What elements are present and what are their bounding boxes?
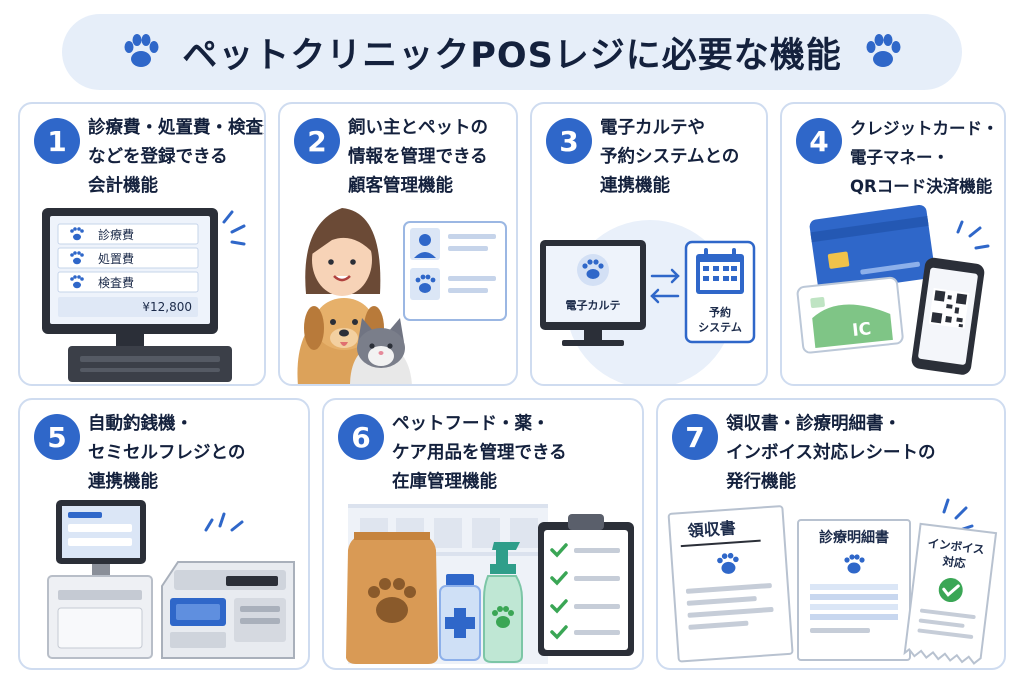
- screen-row-label: 検査費: [98, 275, 134, 290]
- pos-register-illustration: 診療費 処置費 検査費 ¥12,800: [42, 208, 246, 382]
- integration-illustration: 電子カルテ 予約 システム: [540, 220, 756, 384]
- screen-row-label: 診療費: [98, 227, 134, 242]
- screen-total: ¥12,800: [142, 300, 192, 314]
- customer-illustration: [297, 208, 507, 384]
- page-title: ペットクリニックPOSレジに必要な機能: [182, 35, 842, 76]
- step-number: 2: [294, 118, 340, 164]
- step-number: 1: [34, 118, 80, 164]
- feature-title: 診療費・処置費・検査費などを登録できる会計機能: [88, 118, 266, 196]
- feature-card-cash-changer: 5 自動釣銭機・セミセルフレジとの連携機能: [18, 398, 310, 670]
- qr-code-icon: [931, 290, 968, 328]
- step-number: 7: [672, 414, 718, 460]
- feature-card-inventory: 6 ペットフード・薬・ケア用品を管理できる在庫管理機能: [322, 398, 644, 670]
- karte-label: 電子カルテ: [566, 299, 621, 312]
- reserve-label: 予約: [709, 305, 731, 319]
- feature-title: 飼い主とペットの情報を管理できる顧客管理機能: [348, 118, 488, 196]
- title-banner: ペットクリニックPOSレジに必要な機能: [62, 14, 962, 90]
- ic-label: IC: [851, 319, 872, 341]
- cash-changer-illustration: [47, 500, 295, 659]
- paw-icon: [124, 34, 159, 67]
- step-number: 5: [34, 414, 80, 460]
- paw-icon: [368, 578, 416, 623]
- invoice-label: インボイス: [927, 536, 985, 557]
- payment-illustration: IC: [796, 204, 990, 375]
- receipt-illustration: 領収書 診療明細書 インボイス 対応: [667, 498, 998, 665]
- receipt-title: 領収書: [687, 518, 736, 540]
- statement-title: 診療明細書: [819, 529, 889, 546]
- feature-card-integration: 3 電子カルテや予約システムとの連携機能 電子カルテ 予約 システム: [530, 102, 768, 386]
- paw-icon: [866, 34, 901, 67]
- feature-title: ペットフード・薬・ケア用品を管理できる在庫管理機能: [392, 414, 567, 492]
- feature-card-customer: 2 飼い主とペットの情報を管理できる顧客管理機能: [278, 102, 518, 386]
- feature-card-receipt: 7 領収書・診療明細書・インボイス対応レシートの発行機能 領収書 診療明細書: [656, 398, 1006, 670]
- feature-card-accounting: 1 診療費・処置費・検査費などを登録できる会計機能 診療費 処置費 検査費 ¥1…: [18, 102, 266, 386]
- feature-title: クレジットカード・電子マネー・QRコード決済機能: [850, 119, 999, 196]
- check-icon: [938, 578, 963, 603]
- feature-title: 領収書・診療明細書・インボイス対応レシートの発行機能: [726, 414, 936, 492]
- reserve-label: システム: [698, 321, 742, 334]
- step-number: 4: [796, 118, 842, 164]
- feature-title: 電子カルテや予約システムとの連携機能: [600, 118, 740, 196]
- step-number: 6: [338, 414, 384, 460]
- invoice-label: 対応: [941, 554, 967, 571]
- feature-card-payment: 4 クレジットカード・電子マネー・QRコード決済機能 IC: [780, 102, 1006, 386]
- step-number: 3: [546, 118, 592, 164]
- inventory-illustration: [346, 504, 634, 664]
- sync-arrows-icon: [650, 268, 680, 304]
- checklist: [550, 543, 620, 640]
- feature-title: 自動釣銭機・セミセルフレジとの連携機能: [88, 414, 246, 492]
- screen-row-label: 処置費: [98, 251, 134, 266]
